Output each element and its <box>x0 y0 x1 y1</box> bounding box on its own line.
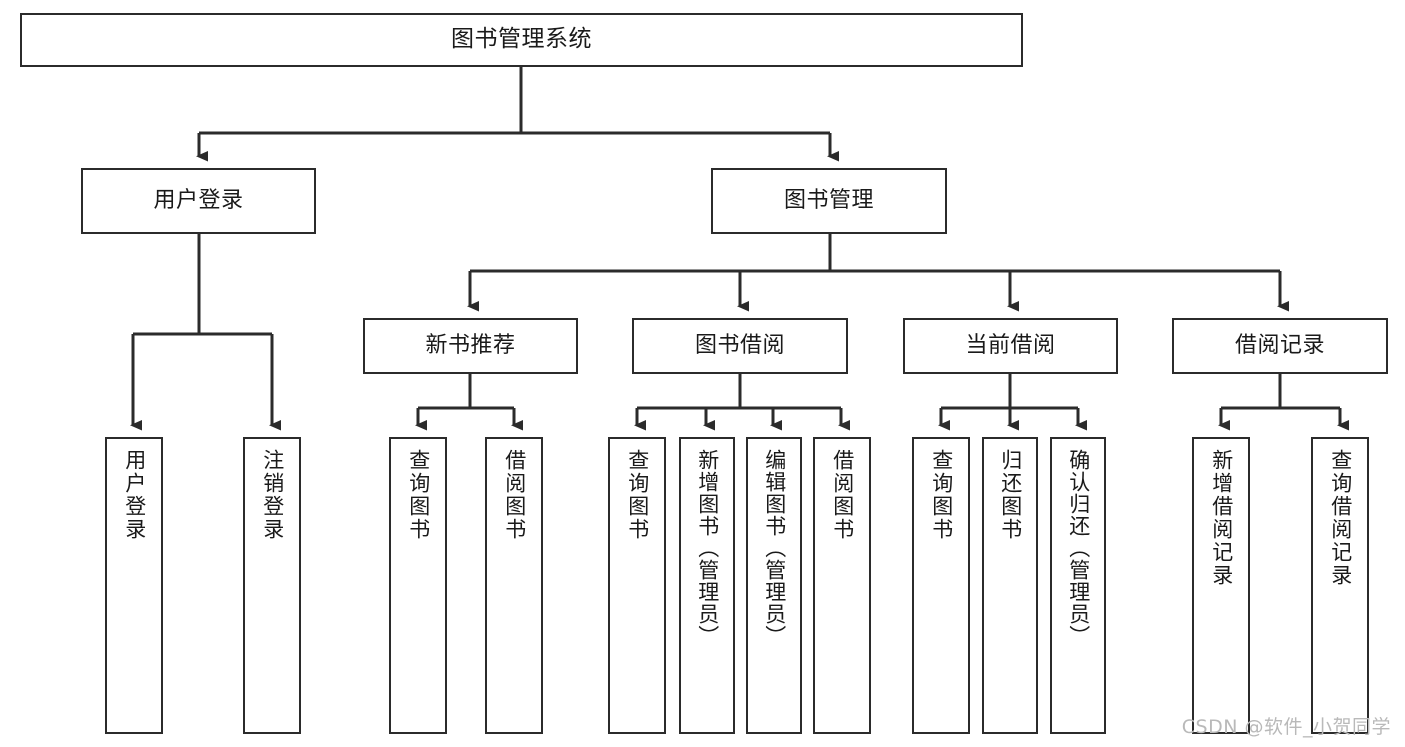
leaf-borrow-book-recommend[interactable]: 借阅图书 <box>485 437 543 734</box>
node-current-borrow[interactable]: 当前借阅 <box>903 318 1118 374</box>
node-label: 查询图书 <box>406 449 431 541</box>
node-label: 查询借阅记录 <box>1328 449 1353 587</box>
node-label: 归还图书 <box>998 449 1023 541</box>
node-user-login[interactable]: 用户登录 <box>81 168 316 234</box>
node-book-management[interactable]: 图书管理 <box>711 168 947 234</box>
node-label: 编辑图书（管理员） <box>762 449 787 647</box>
node-label: 用户登录 <box>122 449 147 541</box>
leaf-return-book[interactable]: 归还图书 <box>982 437 1038 734</box>
leaf-add-book-admin[interactable]: 新增图书（管理员） <box>679 437 735 734</box>
node-label: 借阅图书 <box>502 449 527 541</box>
leaf-confirm-return-admin[interactable]: 确认归还（管理员） <box>1050 437 1106 734</box>
leaf-borrow-book[interactable]: 借阅图书 <box>813 437 871 734</box>
leaf-query-book-borrow[interactable]: 查询图书 <box>608 437 666 734</box>
leaf-query-borrow-record[interactable]: 查询借阅记录 <box>1311 437 1369 734</box>
node-label: 新书推荐 <box>425 333 516 359</box>
leaf-add-borrow-record[interactable]: 新增借阅记录 <box>1192 437 1250 734</box>
node-label: 借阅图书 <box>830 449 855 541</box>
node-label: 当前借阅 <box>965 333 1056 359</box>
leaf-user-login[interactable]: 用户登录 <box>105 437 163 734</box>
leaf-query-book-current[interactable]: 查询图书 <box>912 437 970 734</box>
node-label: 借阅记录 <box>1234 333 1325 359</box>
node-label: 确认归还（管理员） <box>1066 449 1091 647</box>
node-label: 注销登录 <box>260 449 285 541</box>
node-label: 新增借阅记录 <box>1209 449 1234 587</box>
leaf-query-book-recommend[interactable]: 查询图书 <box>389 437 447 734</box>
node-new-book-recommend[interactable]: 新书推荐 <box>363 318 578 374</box>
node-book-borrow[interactable]: 图书借阅 <box>632 318 848 374</box>
csdn-watermark: CSDN @软件_小贺同学 <box>1181 716 1391 738</box>
leaf-edit-book-admin[interactable]: 编辑图书（管理员） <box>746 437 802 734</box>
node-label: 图书管理系统 <box>451 26 592 53</box>
leaf-logout[interactable]: 注销登录 <box>243 437 301 734</box>
node-label: 新增图书（管理员） <box>695 449 720 647</box>
node-label: 用户登录 <box>153 188 244 214</box>
node-root-book-management-system[interactable]: 图书管理系统 <box>20 13 1023 67</box>
node-label: 查询图书 <box>929 449 954 541</box>
node-label: 查询图书 <box>625 449 650 541</box>
node-label: 图书管理 <box>783 188 874 214</box>
node-label: 图书借阅 <box>694 333 785 359</box>
node-borrow-record[interactable]: 借阅记录 <box>1172 318 1388 374</box>
